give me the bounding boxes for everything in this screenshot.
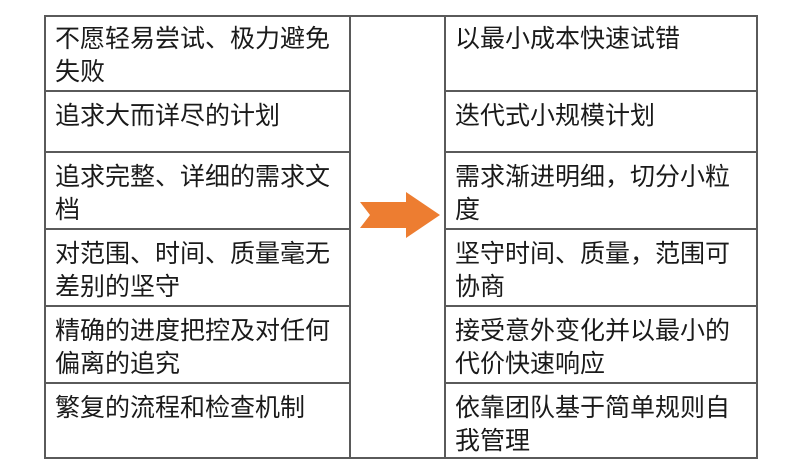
table-row: 追求大而详尽的计划: [46, 92, 349, 153]
cell-text: 坚守时间、质量，范围可协商: [455, 239, 731, 301]
cell-text: 以最小成本快速试错: [455, 24, 681, 53]
table-row: 不愿轻易尝试、极力避免失败: [46, 15, 349, 92]
table-row: 坚守时间、质量，范围可协商: [446, 230, 756, 307]
cell-text: 迭代式小规模计划: [455, 101, 656, 130]
cell-text: 不愿轻易尝试、极力避免失败: [55, 24, 331, 86]
cell-text: 接受意外变化并以最小的代价快速响应: [455, 316, 731, 378]
cell-text: 依靠团队基于简单规则自我管理: [455, 393, 731, 455]
table-row: 追求完整、详细的需求文档: [46, 153, 349, 230]
table-row: 接受意外变化并以最小的代价快速响应: [446, 307, 756, 384]
cell-text: 精确的进度把控及对任何偏离的追究: [55, 316, 331, 378]
agile-column: 以最小成本快速试错 迭代式小规模计划 需求渐进明细，切分小粒度 坚守时间、质量，…: [444, 15, 758, 459]
table-row: 以最小成本快速试错: [446, 15, 756, 92]
cell-text: 繁复的流程和检查机制: [55, 393, 306, 422]
table-row: 精确的进度把控及对任何偏离的追究: [46, 307, 349, 384]
traditional-column: 不愿轻易尝试、极力避免失败 追求大而详尽的计划 追求完整、详细的需求文档 对范围…: [44, 15, 351, 459]
table-row: 需求渐进明细，切分小粒度: [446, 153, 756, 230]
cell-text: 追求大而详尽的计划: [55, 101, 281, 130]
table-row: 繁复的流程和检查机制: [46, 384, 349, 459]
right-arrow-icon: [360, 192, 440, 238]
table-row: 依靠团队基于简单规则自我管理: [446, 384, 756, 459]
cell-text: 需求渐进明细，切分小粒度: [455, 162, 731, 224]
table-row: 对范围、时间、质量毫无差别的坚守: [46, 230, 349, 307]
cell-text: 对范围、时间、质量毫无差别的坚守: [55, 239, 331, 301]
cell-text: 追求完整、详细的需求文档: [55, 162, 331, 224]
comparison-table-frame: [44, 15, 758, 459]
table-row: 迭代式小规模计划: [446, 92, 756, 153]
